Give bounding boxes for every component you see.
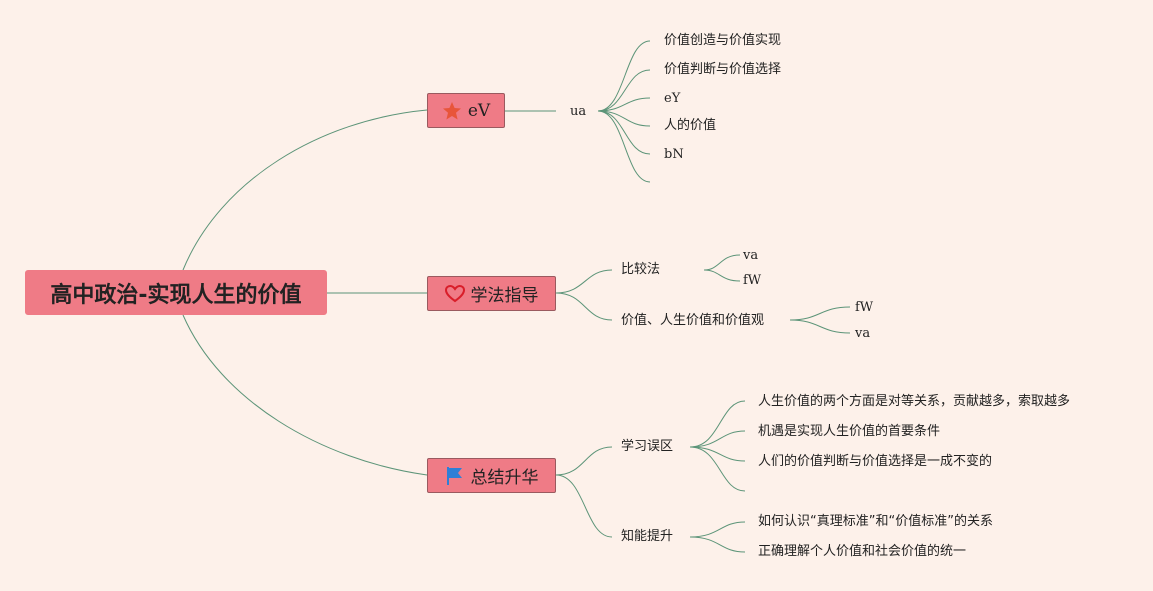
branch-label: eV [467, 100, 491, 121]
connector-root-summary [182, 314, 428, 476]
leaf-item[interactable]: va [855, 326, 871, 341]
branch-label: 学法指导 [470, 286, 539, 306]
root-title: 高中政治-实现人生的价值 [50, 282, 302, 308]
connector-ua-leaf-5 [597, 110, 651, 183]
leaf-item[interactable]: fW [743, 273, 762, 288]
connector-study-compare [555, 269, 613, 294]
connector-ua-leaf-4 [597, 110, 651, 155]
subtopic-ua[interactable]: ua [570, 104, 587, 119]
leaf-item[interactable]: va [743, 248, 759, 263]
connector-summary-improve [555, 474, 613, 538]
branch-summary[interactable]: 总结升华 [427, 458, 556, 493]
subtopic-compare[interactable]: 比较法 [621, 262, 661, 277]
branch-ev[interactable]: eV [427, 93, 505, 128]
heart-icon [444, 284, 465, 304]
connector-study-values [555, 292, 613, 321]
connector-improve-leaf-1 [689, 536, 746, 553]
subtopic-misconceptions[interactable]: 学习误区 [621, 439, 674, 454]
connector-misc-leaf-1 [689, 430, 746, 448]
connector-ua-leaf-1 [597, 69, 651, 112]
connector-values-leaf-0 [789, 306, 851, 321]
leaf-item[interactable]: eY [664, 91, 681, 106]
connector-misc-leaf-3 [689, 446, 746, 492]
connector-misc-leaf-0 [689, 400, 746, 448]
leaf-item[interactable]: 人们的价值判断与价值选择是一成不变的 [758, 454, 993, 469]
branch-study-method[interactable]: 学法指导 [427, 276, 556, 311]
connector-ua-leaf-3 [597, 110, 651, 127]
subtopic-values[interactable]: 价值、人生价值和价值观 [621, 313, 765, 328]
leaf-item[interactable]: 正确理解个人价值和社会价值的统一 [758, 544, 967, 559]
leaf-item[interactable]: 人的价值 [664, 118, 717, 133]
connector-values-leaf-1 [789, 319, 851, 334]
branch-label: 总结升华 [470, 468, 539, 488]
connector-summary-misconceptions [555, 446, 613, 476]
leaf-item[interactable]: fW [855, 300, 874, 315]
connector-compare-leaf-1 [703, 269, 741, 282]
connector-misc-leaf-2 [689, 446, 746, 462]
leaf-item[interactable]: 机遇是实现人生价值的首要条件 [758, 424, 941, 439]
connector-compare-leaf-0 [703, 254, 741, 271]
connector-ua-leaf-2 [597, 97, 651, 112]
connector-ua-leaf-0 [597, 40, 651, 112]
leaf-item[interactable]: 如何认识“真理标准”和“价值标准”的关系 [758, 514, 993, 529]
flag-icon [445, 466, 465, 486]
leaf-item[interactable]: 价值创造与价值实现 [664, 33, 782, 48]
root-topic[interactable]: 高中政治-实现人生的价值 [25, 270, 327, 315]
connector-improve-leaf-0 [689, 521, 746, 538]
leaf-item[interactable]: 价值判断与价值选择 [664, 62, 782, 77]
leaf-item[interactable]: bN [664, 147, 684, 162]
leaf-item[interactable]: 人生价值的两个方面是对等关系，贡献越多，索取越多 [758, 394, 1071, 409]
subtopic-improve[interactable]: 知能提升 [621, 529, 674, 544]
star-icon [442, 101, 462, 121]
connector-root-eV [182, 109, 428, 271]
